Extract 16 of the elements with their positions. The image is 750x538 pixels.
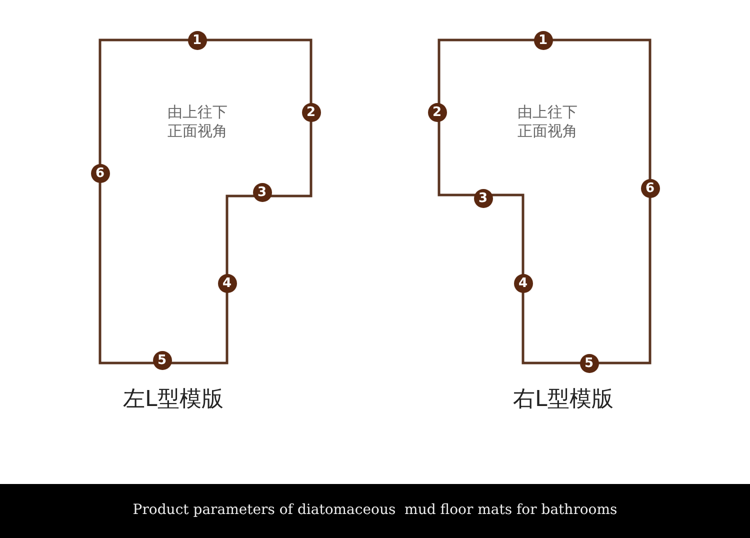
number-badge: 1 — [188, 30, 206, 50]
template-caption: 右L型模版 — [513, 386, 614, 414]
number-badge: 5 — [580, 354, 598, 372]
footer-banner: Product parameters of diatomaceous mud floor mats for bathrooms — [0, 484, 750, 538]
view-note: 由上往下正面视角 — [166, 103, 228, 141]
number-badge: 5 — [152, 350, 172, 370]
number-badge: 2 — [302, 102, 320, 122]
number-badge: 1 — [534, 30, 552, 50]
number-badge: 4 — [514, 274, 532, 292]
number-badge: 6 — [90, 164, 110, 182]
number-badge: 6 — [640, 178, 660, 198]
number-badge: 3 — [474, 188, 492, 208]
template-caption: 左L型模版 — [123, 386, 224, 414]
number-badge: 2 — [428, 102, 446, 122]
number-badge: 4 — [218, 274, 236, 292]
view-note: 由上往下正面视角 — [516, 103, 578, 141]
